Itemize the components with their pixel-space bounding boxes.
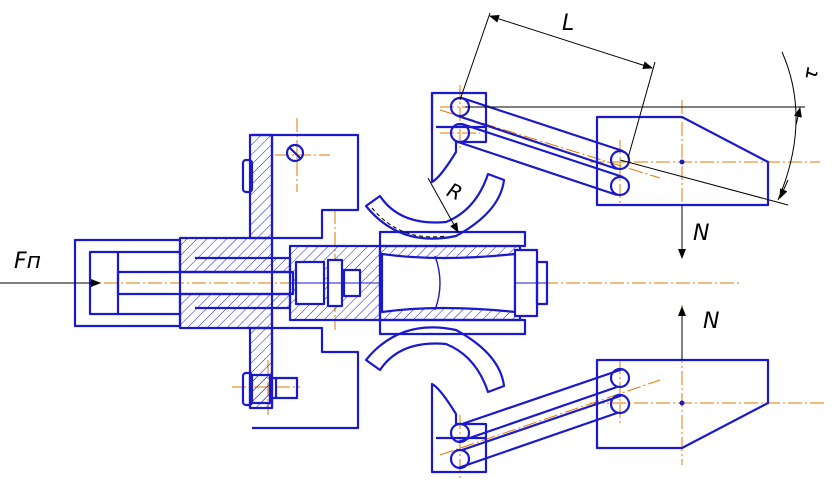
upper-bracket bbox=[252, 133, 360, 240]
lower-screw bbox=[248, 373, 299, 405]
upper-clamp-block bbox=[595, 115, 770, 207]
lower-jaw bbox=[364, 326, 506, 394]
radius-leader bbox=[427, 177, 459, 233]
force-input-label: Fп bbox=[14, 249, 41, 274]
lower-bracket bbox=[252, 326, 360, 430]
angle-arc bbox=[777, 51, 797, 201]
upper-jaw bbox=[364, 172, 506, 240]
housing-plate bbox=[248, 133, 274, 410]
angle-label: τ bbox=[797, 65, 823, 82]
central-hub bbox=[288, 244, 382, 322]
lower-links bbox=[449, 367, 631, 470]
upper-lever-body bbox=[430, 91, 488, 184]
dimensions bbox=[0, 12, 805, 360]
lower-clamp-block bbox=[595, 358, 770, 450]
lower-block-center-dot bbox=[679, 400, 685, 406]
length-extension-right bbox=[627, 61, 656, 159]
upper-housing-nub bbox=[241, 158, 254, 194]
upper-lever-axis bbox=[439, 109, 661, 179]
upper-block-center-dot bbox=[679, 159, 685, 165]
normal-force-lower-label: N bbox=[703, 309, 719, 334]
length-label: L bbox=[562, 11, 574, 36]
normal-force-upper-label: N bbox=[693, 221, 709, 246]
upper-links bbox=[449, 96, 631, 197]
lower-lever-body bbox=[430, 382, 488, 474]
length-dimension-line bbox=[489, 14, 653, 70]
mandrel bbox=[378, 230, 549, 336]
radius-arc bbox=[371, 207, 447, 238]
lower-lever-axis bbox=[439, 379, 661, 456]
length-extension-left bbox=[459, 12, 491, 101]
angle-reference-inclined bbox=[619, 159, 789, 206]
upper-screw-head bbox=[285, 143, 305, 163]
radius-label: R bbox=[443, 178, 466, 206]
